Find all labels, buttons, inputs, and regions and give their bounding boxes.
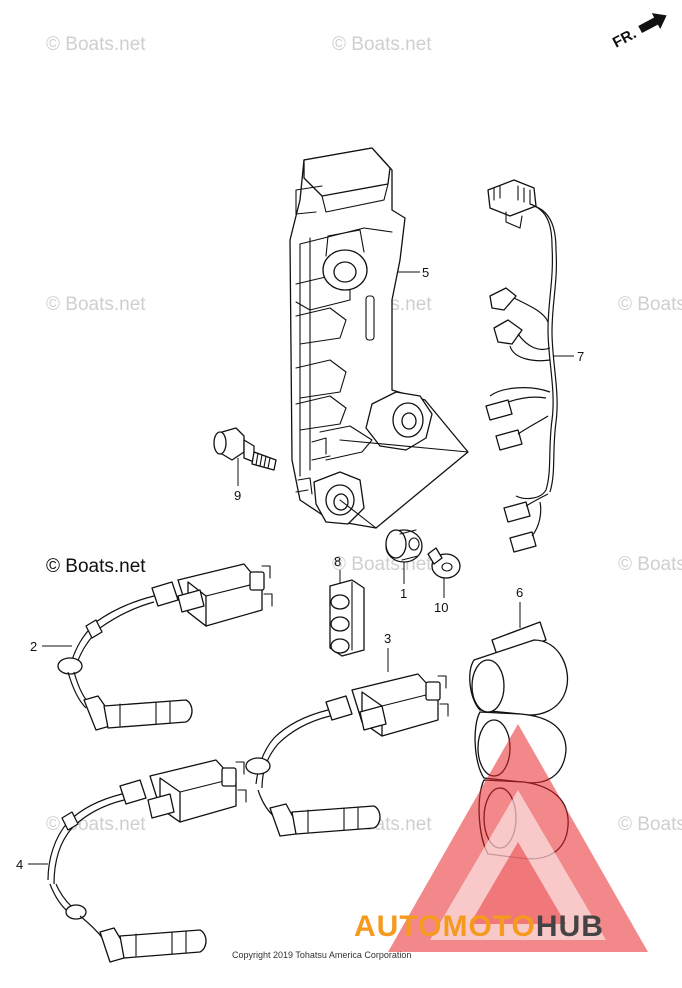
callout-8: 8 [334, 554, 341, 569]
callout-4: 4 [16, 857, 23, 872]
part-clamp [329, 579, 365, 657]
part-collar [427, 547, 461, 579]
logo-text: AUTOMOTOHUB [354, 910, 604, 943]
part-grommet [385, 529, 423, 563]
callout-6: 6 [516, 585, 523, 600]
callout-3: 3 [384, 631, 391, 646]
callout-9: 9 [234, 488, 241, 503]
callout-1: 1 [400, 586, 407, 601]
watermark: © Boats.net [618, 814, 682, 835]
watermark: © Boats.net [46, 294, 146, 315]
callout-10: 10 [434, 600, 448, 615]
part-bracket [289, 147, 469, 529]
watermark: © Boats.net [332, 34, 432, 55]
logo-text-auto: AUTO [354, 910, 442, 943]
part-ignition-coil-2 [57, 563, 273, 731]
front-direction-indicator: FR. [610, 13, 667, 52]
watermark: © Boats.net [618, 294, 682, 315]
part-bolt [213, 427, 277, 471]
automotohub-logo: AUTOMOTOHUB [354, 724, 648, 952]
logo-text-moto: MOTO [442, 910, 535, 943]
arrow-right-icon [638, 13, 667, 34]
callout-5: 5 [422, 265, 429, 280]
watermark: © Boats.net [618, 554, 682, 575]
callout-2: 2 [30, 639, 37, 654]
front-label: FR. [610, 25, 639, 51]
callout-layer: 5 7 9 1 10 8 3 6 2 4 [16, 265, 584, 872]
watermark-primary: © Boats.net [46, 556, 146, 577]
copyright-notice: Copyright 2019 Tohatsu America Corporati… [232, 950, 411, 960]
watermark: © Boats.net [46, 34, 146, 55]
part-ignition-coil-3 [245, 673, 449, 837]
part-ignition-coil-4 [47, 759, 247, 963]
logo-text-hub: HUB [536, 910, 604, 943]
part-wiring-harness [485, 179, 558, 553]
callout-7: 7 [577, 349, 584, 364]
